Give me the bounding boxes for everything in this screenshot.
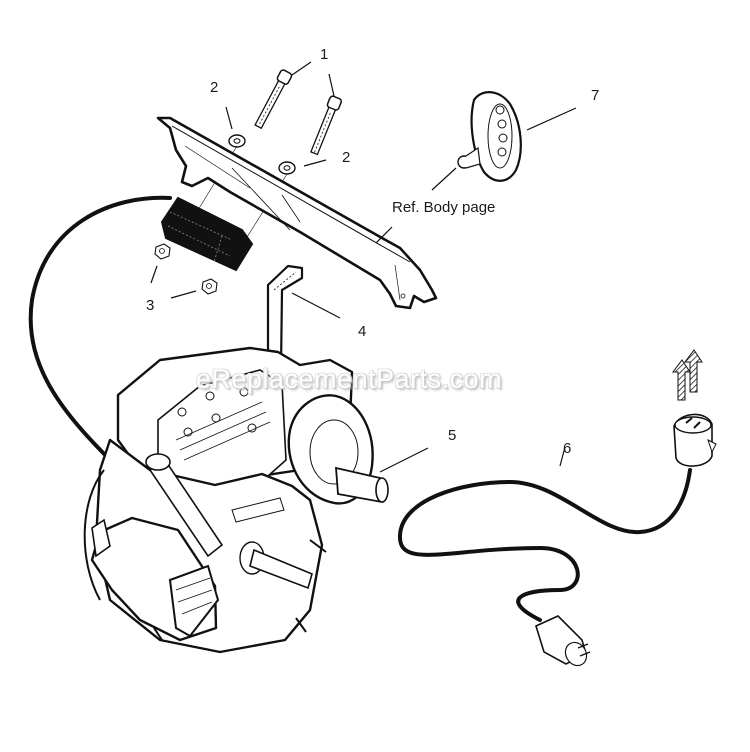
nut-left [154, 243, 171, 260]
bolt-left [254, 69, 293, 130]
washer-right [278, 161, 296, 175]
extension-cord [397, 349, 717, 667]
nut-right [201, 278, 218, 295]
callout-4: 4 [358, 323, 367, 340]
washer-left [228, 134, 246, 148]
direction-arrows-icon [672, 349, 703, 401]
bolt-right [310, 95, 343, 156]
callout-2-left: 2 [210, 79, 219, 96]
starter-button-housing [457, 91, 522, 182]
control-box [160, 196, 254, 272]
callout-3: 3 [146, 297, 155, 314]
mounting-panel [156, 116, 438, 310]
callout-6: 6 [563, 440, 572, 457]
callout-1: 1 [320, 46, 329, 63]
callout-7: 7 [591, 87, 600, 104]
watermark: eReplacementParts.com [196, 364, 503, 394]
reference-note: Ref. Body page [392, 199, 496, 216]
callout-5: 5 [448, 427, 457, 444]
cord-male-plug [535, 615, 591, 667]
leader-lines [150, 61, 577, 473]
engine [83, 346, 389, 654]
callout-2-right: 2 [342, 149, 351, 166]
cord-female-connector [673, 413, 717, 467]
